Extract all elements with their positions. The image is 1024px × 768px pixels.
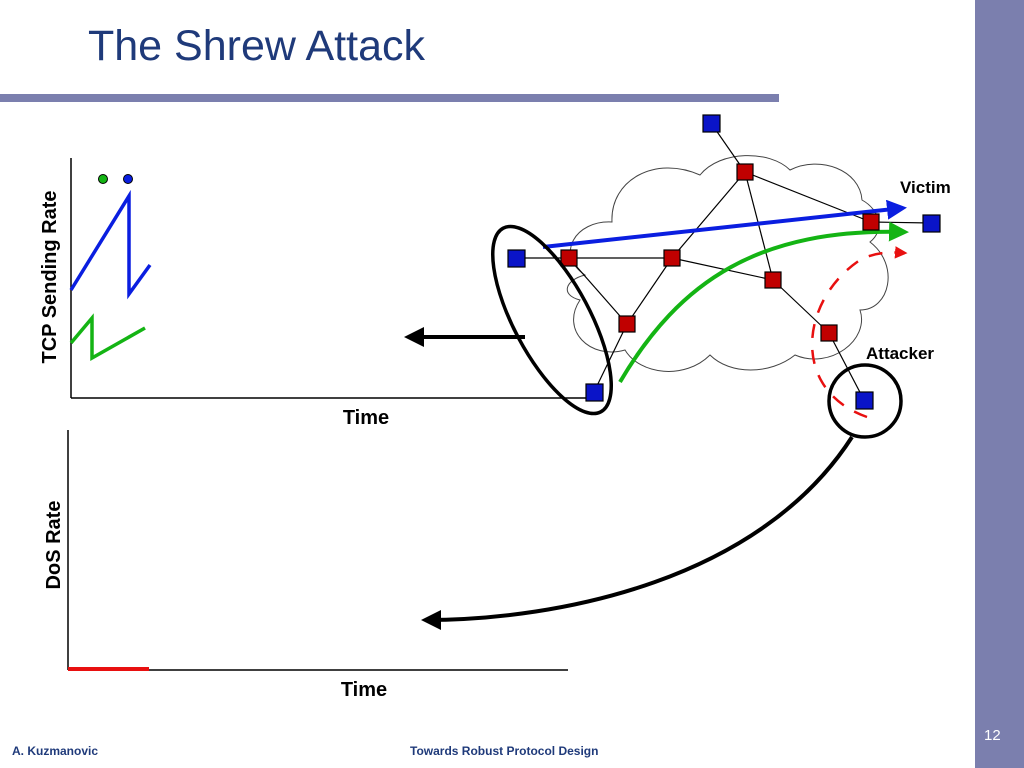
- footer-title: Towards Robust Protocol Design: [410, 744, 599, 758]
- link: [671, 171, 746, 259]
- blue-flow-rate-line: [69, 189, 152, 300]
- router-node: [820, 324, 838, 342]
- blue-flow-arrow: [542, 199, 907, 249]
- link: [568, 257, 628, 325]
- blue-flow-marker-dot: [123, 174, 133, 184]
- network-cloud: [567, 155, 889, 372]
- green-flow-rate-line: [69, 313, 146, 362]
- router-node: [663, 249, 681, 267]
- side-accent-bar: [975, 0, 1024, 768]
- link: [828, 332, 865, 401]
- dos-rate-plot: DoS Rate Time: [43, 430, 568, 701]
- link: [744, 171, 774, 281]
- router-node: [764, 271, 782, 289]
- router-node: [862, 213, 880, 231]
- green-flow-marker-dot: [98, 174, 108, 184]
- attacker-host-node: [855, 391, 874, 410]
- router-node: [736, 163, 754, 181]
- link: [626, 257, 673, 325]
- tcp-plot-xlabel: Time: [343, 407, 389, 429]
- attacker-label: Attacker: [866, 344, 934, 363]
- attack-flow-arrow: [810, 246, 908, 419]
- green-flow-arrow: [618, 221, 909, 384]
- host-node-bottom-source: [585, 383, 604, 402]
- title-underline: [0, 94, 779, 102]
- hosts: [507, 114, 941, 410]
- link: [671, 257, 774, 281]
- victim-host-node: [922, 214, 941, 233]
- victim-label: Victim: [900, 178, 951, 197]
- slide-title: The Shrew Attack: [88, 22, 425, 70]
- link: [593, 323, 628, 393]
- link: [772, 279, 830, 334]
- dos-plot-ylabel: DoS Rate: [43, 501, 65, 590]
- router-node: [618, 315, 636, 333]
- host-node-top: [702, 114, 721, 133]
- to-dos-plot-arrow: [421, 435, 854, 630]
- attacker-highlight-circle: [827, 363, 903, 439]
- router-node: [560, 249, 578, 267]
- page-number: 12: [984, 727, 1001, 744]
- dos-plot-xlabel: Time: [341, 679, 387, 701]
- footer-author: A. Kuzmanovic: [12, 744, 99, 758]
- tcp-plot-ylabel: TCP Sending Rate: [39, 191, 61, 364]
- host-node-source: [507, 249, 526, 268]
- tcp-rate-plot: TCP Sending Rate Time: [39, 158, 598, 429]
- link: [870, 221, 932, 224]
- routers: [560, 163, 880, 342]
